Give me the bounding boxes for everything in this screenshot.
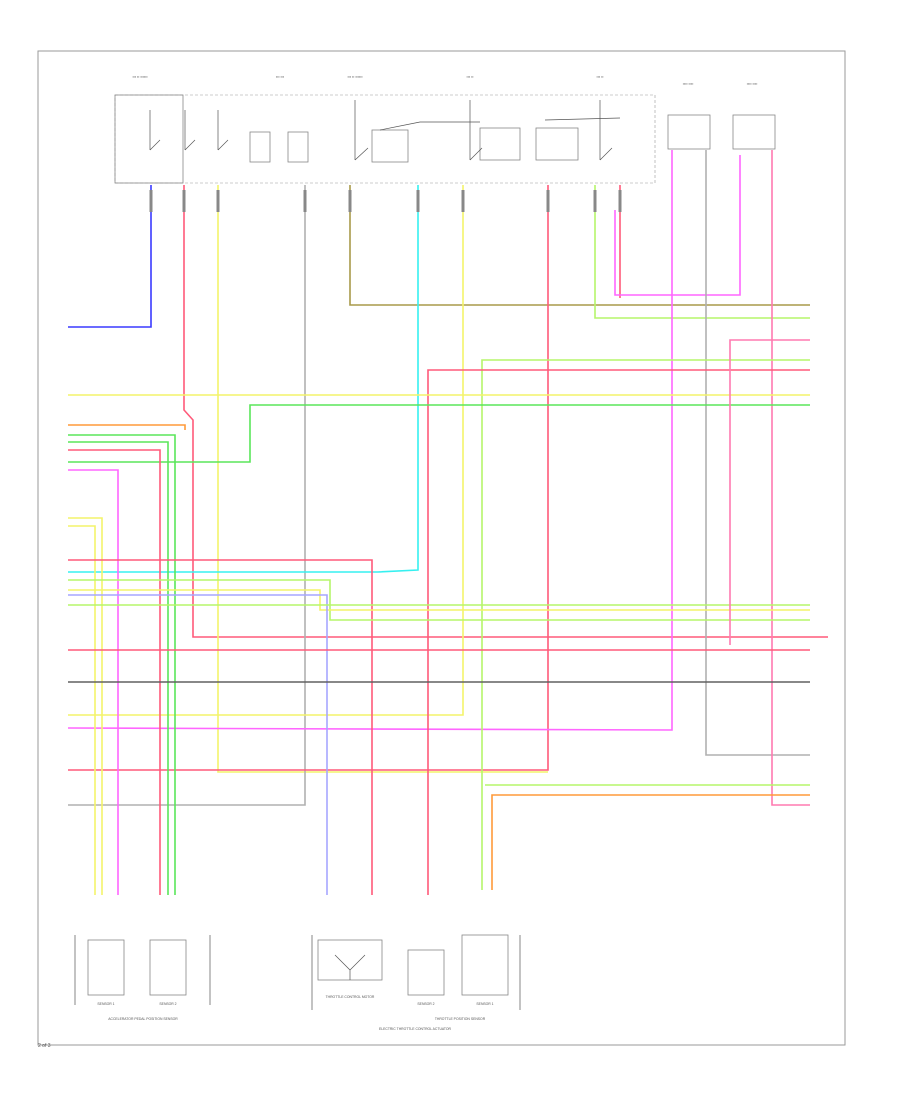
wire-olive-4	[349, 185, 810, 306]
tps-sensor-2-box	[407, 949, 445, 996]
wire-orange-33	[491, 794, 810, 890]
wire-orange-18	[68, 424, 186, 430]
etca-bracket	[311, 935, 521, 1010]
connector-pin-1	[182, 190, 186, 212]
tps-sensor-1-label: SENSOR 1	[476, 1002, 493, 1006]
top-label-7: ▪▪▪▪ ▪▪▪▪	[747, 82, 758, 86]
relay-box-4	[479, 127, 521, 161]
wire-lightgreen-8	[594, 185, 810, 319]
tps-sensor-2-label: SENSOR 2	[417, 1002, 434, 1006]
page-reference: 2 of 3	[38, 1043, 51, 1049]
tps-sensor-1-box	[461, 934, 509, 996]
etca-label: ELECTRIC THROTTLE CONTROL ACTUATOR	[379, 1027, 452, 1031]
wire-red-21	[68, 449, 161, 895]
top-label-1: ▪▪▪ ▪▪ ▪▪▪▪▪▪	[132, 75, 147, 79]
connector-pin-0	[149, 190, 153, 212]
wire-blue-0	[68, 185, 152, 328]
wire-magenta-11	[67, 150, 673, 731]
wire-magenta-10	[614, 155, 741, 296]
app-sensor-label: ACCELERATOR PEDAL POSITION SENSOR	[108, 1017, 178, 1021]
wire-pink-13	[771, 150, 810, 806]
relay-box-1	[249, 131, 271, 163]
wire-lightgreen-26	[68, 579, 810, 621]
wire-yellow-24	[68, 525, 96, 895]
wire-gray-12	[705, 150, 810, 756]
connector-pin-4	[348, 190, 352, 212]
switch-2	[184, 110, 196, 151]
app-sensor-1-label: SENSOR 1	[97, 1002, 114, 1006]
app-sensor-2-box	[149, 939, 187, 996]
switch-3	[217, 110, 229, 151]
wire-gray-3	[68, 185, 306, 806]
tps-label: THROTTLE POSITION SENSOR	[435, 1017, 486, 1021]
diagram-frame	[37, 50, 846, 1046]
wire-green-17	[68, 404, 810, 463]
wire-green-19	[68, 434, 176, 895]
connector-pin-7	[546, 190, 550, 212]
top-label-3: ▪▪▪ ▪▪ ▪▪▪▪▪▪	[347, 75, 362, 79]
wire-yellow-23	[68, 517, 103, 895]
switch-6	[599, 100, 613, 161]
wire-red-15	[427, 369, 810, 895]
wire-cyan-5	[68, 185, 419, 573]
af-sensor-box	[667, 114, 711, 150]
wire-pink-32	[729, 339, 810, 645]
connector-pin-6	[461, 190, 465, 212]
top-label-4: ▪▪▪ ▪▪	[467, 75, 474, 79]
top-components: ▪▪▪ ▪▪ ▪▪▪▪▪▪ ▪▪▪ ▪▪▪ ▪▪▪ ▪▪ ▪▪▪▪▪▪ ▪▪▪ …	[114, 75, 776, 184]
wire-lavender-28	[68, 594, 328, 895]
wire-green-20	[68, 441, 169, 895]
switch-5	[469, 100, 483, 161]
top-label-2: ▪▪▪ ▪▪▪	[276, 75, 284, 79]
throttle-motor-symbol	[334, 954, 366, 980]
wire-magenta-22	[68, 469, 119, 895]
connector-pin-5	[416, 190, 420, 212]
top-label-6: ▪▪▪▪ ▪▪▪▪	[683, 82, 694, 86]
switch-1	[149, 110, 161, 151]
wire-red-1	[183, 185, 828, 638]
connector-pin-2	[216, 190, 220, 212]
connector-pin-3	[303, 190, 307, 212]
wires	[67, 150, 828, 895]
throttle-motor-label: THROTTLE CONTROL MOTOR	[326, 995, 375, 999]
connector-pin-8	[593, 190, 597, 212]
ecm-box	[114, 94, 656, 184]
wire-lightgreen-14	[481, 359, 810, 890]
switch-4	[354, 100, 369, 161]
left-label-block	[114, 94, 184, 184]
bottom-components: SENSOR 1 SENSOR 2 ACCELERATOR PEDAL POSI…	[74, 934, 521, 1031]
wire-yellow-2	[217, 185, 548, 773]
wire-red-7	[68, 185, 549, 771]
relay-box-5	[535, 127, 579, 161]
wire-yellow-27	[68, 589, 810, 611]
wire-red-25	[68, 559, 373, 895]
o2-sensor-box	[732, 114, 776, 150]
relay-box-3	[371, 129, 409, 163]
app-sensor-1-box	[87, 939, 125, 996]
relay-link	[379, 117, 621, 131]
app-sensor-bracket	[74, 935, 211, 1005]
wire-yellow-6	[68, 185, 464, 716]
connector-pin-9	[618, 190, 622, 212]
top-label-5: ▪▪▪ ▪▪	[597, 75, 604, 79]
relay-box-2	[287, 131, 309, 163]
app-sensor-2-label: SENSOR 2	[159, 1002, 176, 1006]
